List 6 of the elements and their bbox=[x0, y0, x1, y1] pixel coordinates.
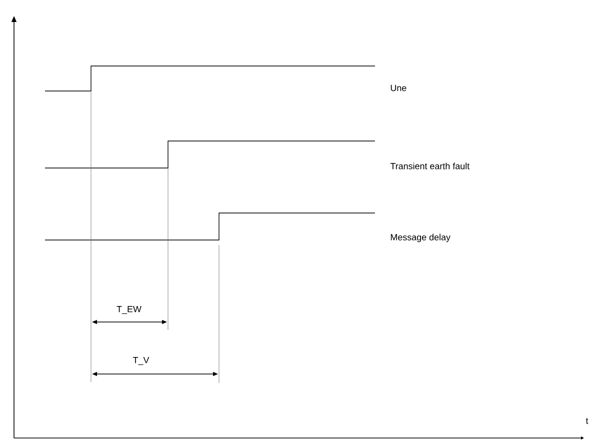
signal-label: Transient earth fault bbox=[390, 162, 470, 170]
dimension-label: T_V bbox=[133, 357, 150, 365]
signal-label: Une bbox=[390, 84, 406, 92]
axis-label: t bbox=[586, 418, 588, 424]
signal-label: Message delay bbox=[390, 234, 450, 242]
dimension-label: T_EW bbox=[116, 306, 142, 314]
